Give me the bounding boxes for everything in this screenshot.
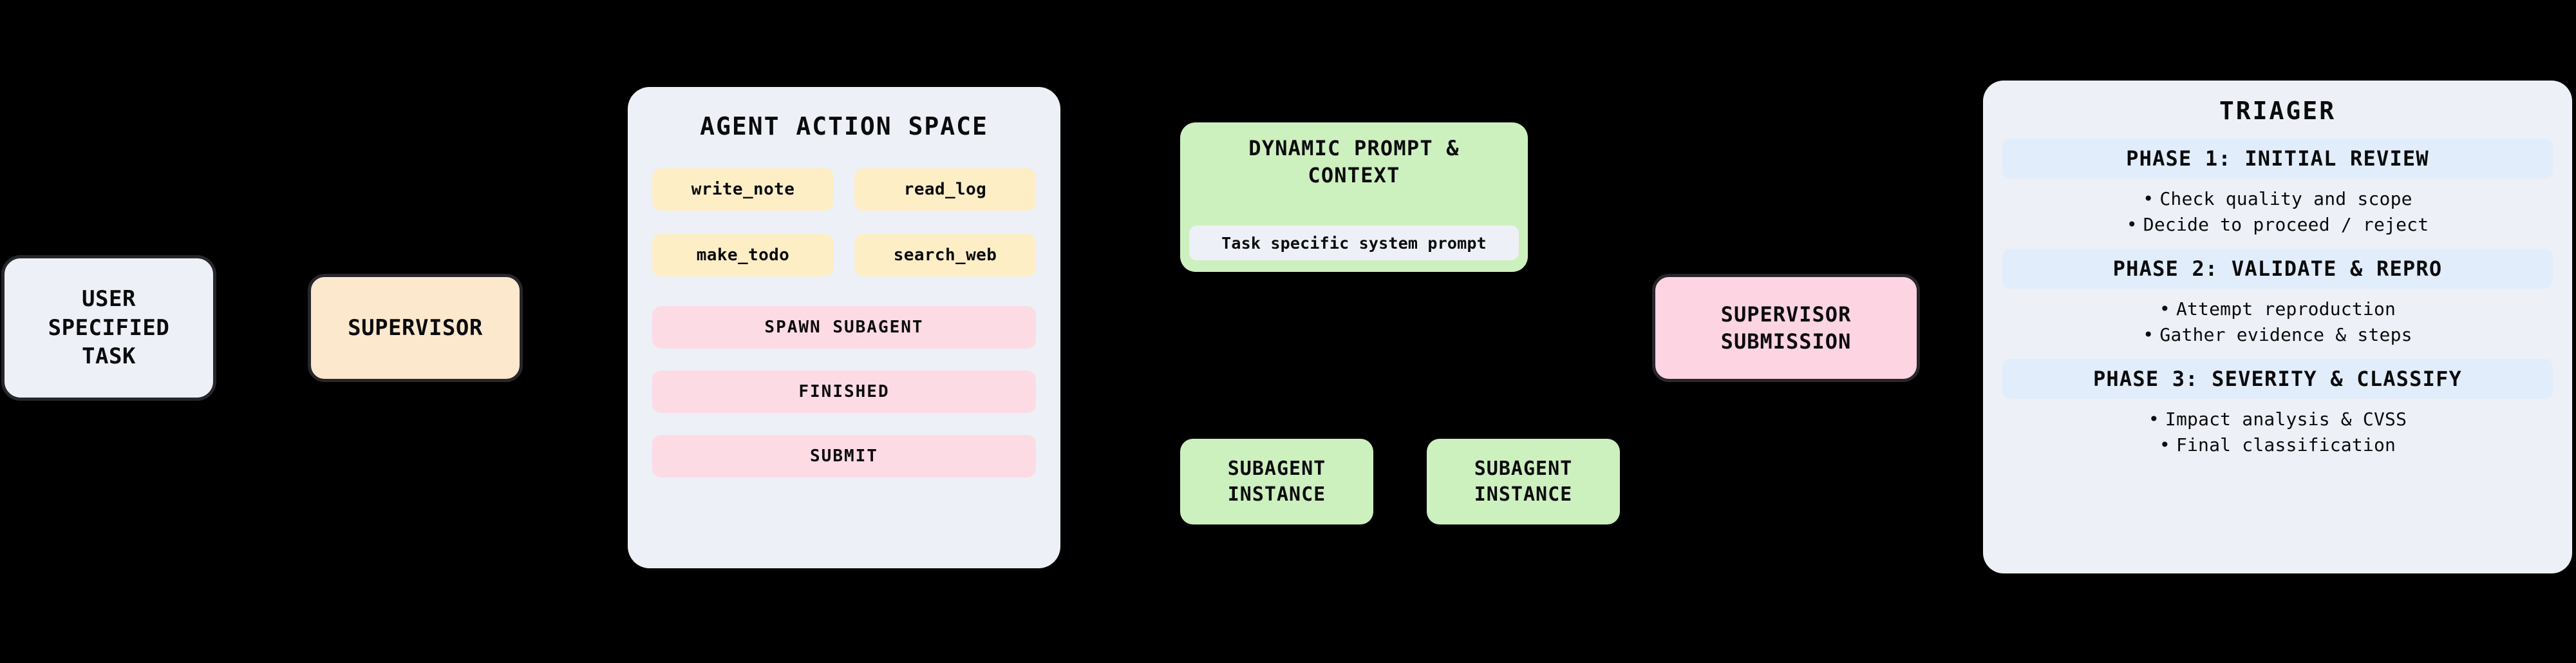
node-subagent-instance-1[interactable]: SUBAGENT INSTANCE (1180, 439, 1373, 524)
prompt-slot-label: Task specific system prompt (1221, 233, 1487, 253)
action-chip-search-web[interactable]: search_web (854, 234, 1036, 277)
panel-triager: TRIAGER PHASE 1: INITIAL REVIEW • Check … (1983, 81, 2572, 573)
action-chip-label: read_log (903, 180, 987, 199)
subagent-line-2: INSTANCE (1227, 483, 1326, 506)
phase-header[interactable]: PHASE 2: VALIDATE & REPRO (2002, 249, 2553, 289)
node-user-specified-task[interactable]: USER SPECIFIED TASK (1, 255, 216, 401)
node-subagent-instance-2[interactable]: SUBAGENT INSTANCE (1427, 439, 1620, 524)
phase-bullet-text: Final classification (2176, 434, 2396, 456)
action-chip-label: write_note (691, 180, 795, 199)
prompt-context-title: DYNAMIC PROMPT & CONTEXT (1248, 135, 1459, 189)
prompt-context-title-line-1: DYNAMIC PROMPT & (1248, 136, 1460, 160)
triager-phase-1: PHASE 1: INITIAL REVIEW • Check quality … (1983, 139, 2572, 249)
action-chip-label: make_todo (696, 245, 790, 265)
action-chip-submit[interactable]: SUBMIT (652, 435, 1036, 478)
phase-bullet: • Attempt reproduction (2159, 298, 2396, 322)
phase-bullet-list: • Impact analysis & CVSS • Final classif… (2148, 408, 2407, 457)
phase-bullet-list: • Attempt reproduction • Gather evidence… (2143, 298, 2412, 347)
supervisor-label: SUPERVISOR (348, 314, 483, 341)
action-chip-label: FINISHED (798, 382, 890, 401)
action-chip-finished[interactable]: FINISHED (652, 370, 1036, 414)
subagent-line-1: SUBAGENT (1474, 457, 1573, 480)
phase-header[interactable]: PHASE 1: INITIAL REVIEW (2002, 139, 2553, 179)
panel-dynamic-prompt-context: DYNAMIC PROMPT & CONTEXT Task specific s… (1180, 122, 1528, 272)
node-supervisor-submission[interactable]: SUPERVISOR SUBMISSION (1652, 274, 1920, 382)
phase-bullet: • Impact analysis & CVSS (2148, 408, 2407, 432)
action-chip-make-todo[interactable]: make_todo (652, 234, 834, 277)
user-task-line-3: TASK (82, 343, 136, 370)
action-chip-write-note[interactable]: write_note (652, 168, 834, 211)
panel-agent-action-space: AGENT ACTION SPACE write_note read_log m… (628, 87, 1060, 568)
action-chip-label: SUBMIT (810, 447, 878, 466)
prompt-slot-task-specific-system-prompt[interactable]: Task specific system prompt (1189, 226, 1519, 260)
phase-bullet: • Decide to proceed / reject (2127, 213, 2429, 237)
prompt-context-title-line-2: CONTEXT (1308, 162, 1400, 187)
action-control-stack: SPAWN SUBAGENT FINISHED SUBMIT (628, 306, 1060, 478)
action-chip-spawn-subagent[interactable]: SPAWN SUBAGENT (652, 306, 1036, 349)
phase-header[interactable]: PHASE 3: SEVERITY & CLASSIFY (2002, 358, 2553, 399)
phase-bullet-text: Decide to proceed / reject (2143, 214, 2429, 236)
bullet-dot-icon: • (2159, 298, 2170, 320)
triager-title: TRIAGER (2219, 97, 2336, 125)
bullet-dot-icon: • (2126, 214, 2138, 236)
subagent-line-1: SUBAGENT (1227, 457, 1326, 480)
action-chip-label: SPAWN SUBAGENT (764, 318, 924, 337)
phase-bullet-text: Impact analysis & CVSS (2165, 408, 2407, 430)
action-chip-label: search_web (893, 245, 997, 265)
phase-bullet-text: Attempt reproduction (2176, 298, 2396, 320)
phase-bullet: • Final classification (2159, 434, 2396, 457)
supervisor-submission-line-2: SUBMISSION (1720, 329, 1852, 354)
user-task-line-1: USER (82, 285, 136, 312)
user-task-line-2: SPECIFIED (48, 314, 170, 341)
action-chip-read-log[interactable]: read_log (854, 168, 1036, 211)
phase-bullet-list: • Check quality and scope • Decide to pr… (2127, 187, 2429, 237)
phase-bullet-text: Check quality and scope (2159, 188, 2412, 210)
action-tool-grid: write_note read_log make_todo search_web (628, 168, 1060, 277)
triager-phase-2: PHASE 2: VALIDATE & REPRO • Attempt repr… (1983, 249, 2572, 359)
node-supervisor[interactable]: SUPERVISOR (308, 274, 523, 382)
bullet-dot-icon: • (2159, 434, 2170, 456)
bullet-dot-icon: • (2143, 188, 2154, 210)
bullet-dot-icon: • (2143, 324, 2154, 346)
triager-phase-3: PHASE 3: SEVERITY & CLASSIFY • Impact an… (1983, 358, 2572, 469)
phase-bullet: • Gather evidence & steps (2143, 323, 2412, 347)
phase-bullet-text: Gather evidence & steps (2159, 324, 2412, 346)
supervisor-submission-line-1: SUPERVISOR (1720, 302, 1852, 327)
phase-bullet: • Check quality and scope (2143, 187, 2412, 211)
action-space-title: AGENT ACTION SPACE (700, 112, 988, 140)
subagent-line-2: INSTANCE (1474, 483, 1573, 506)
bullet-dot-icon: • (2148, 408, 2159, 430)
